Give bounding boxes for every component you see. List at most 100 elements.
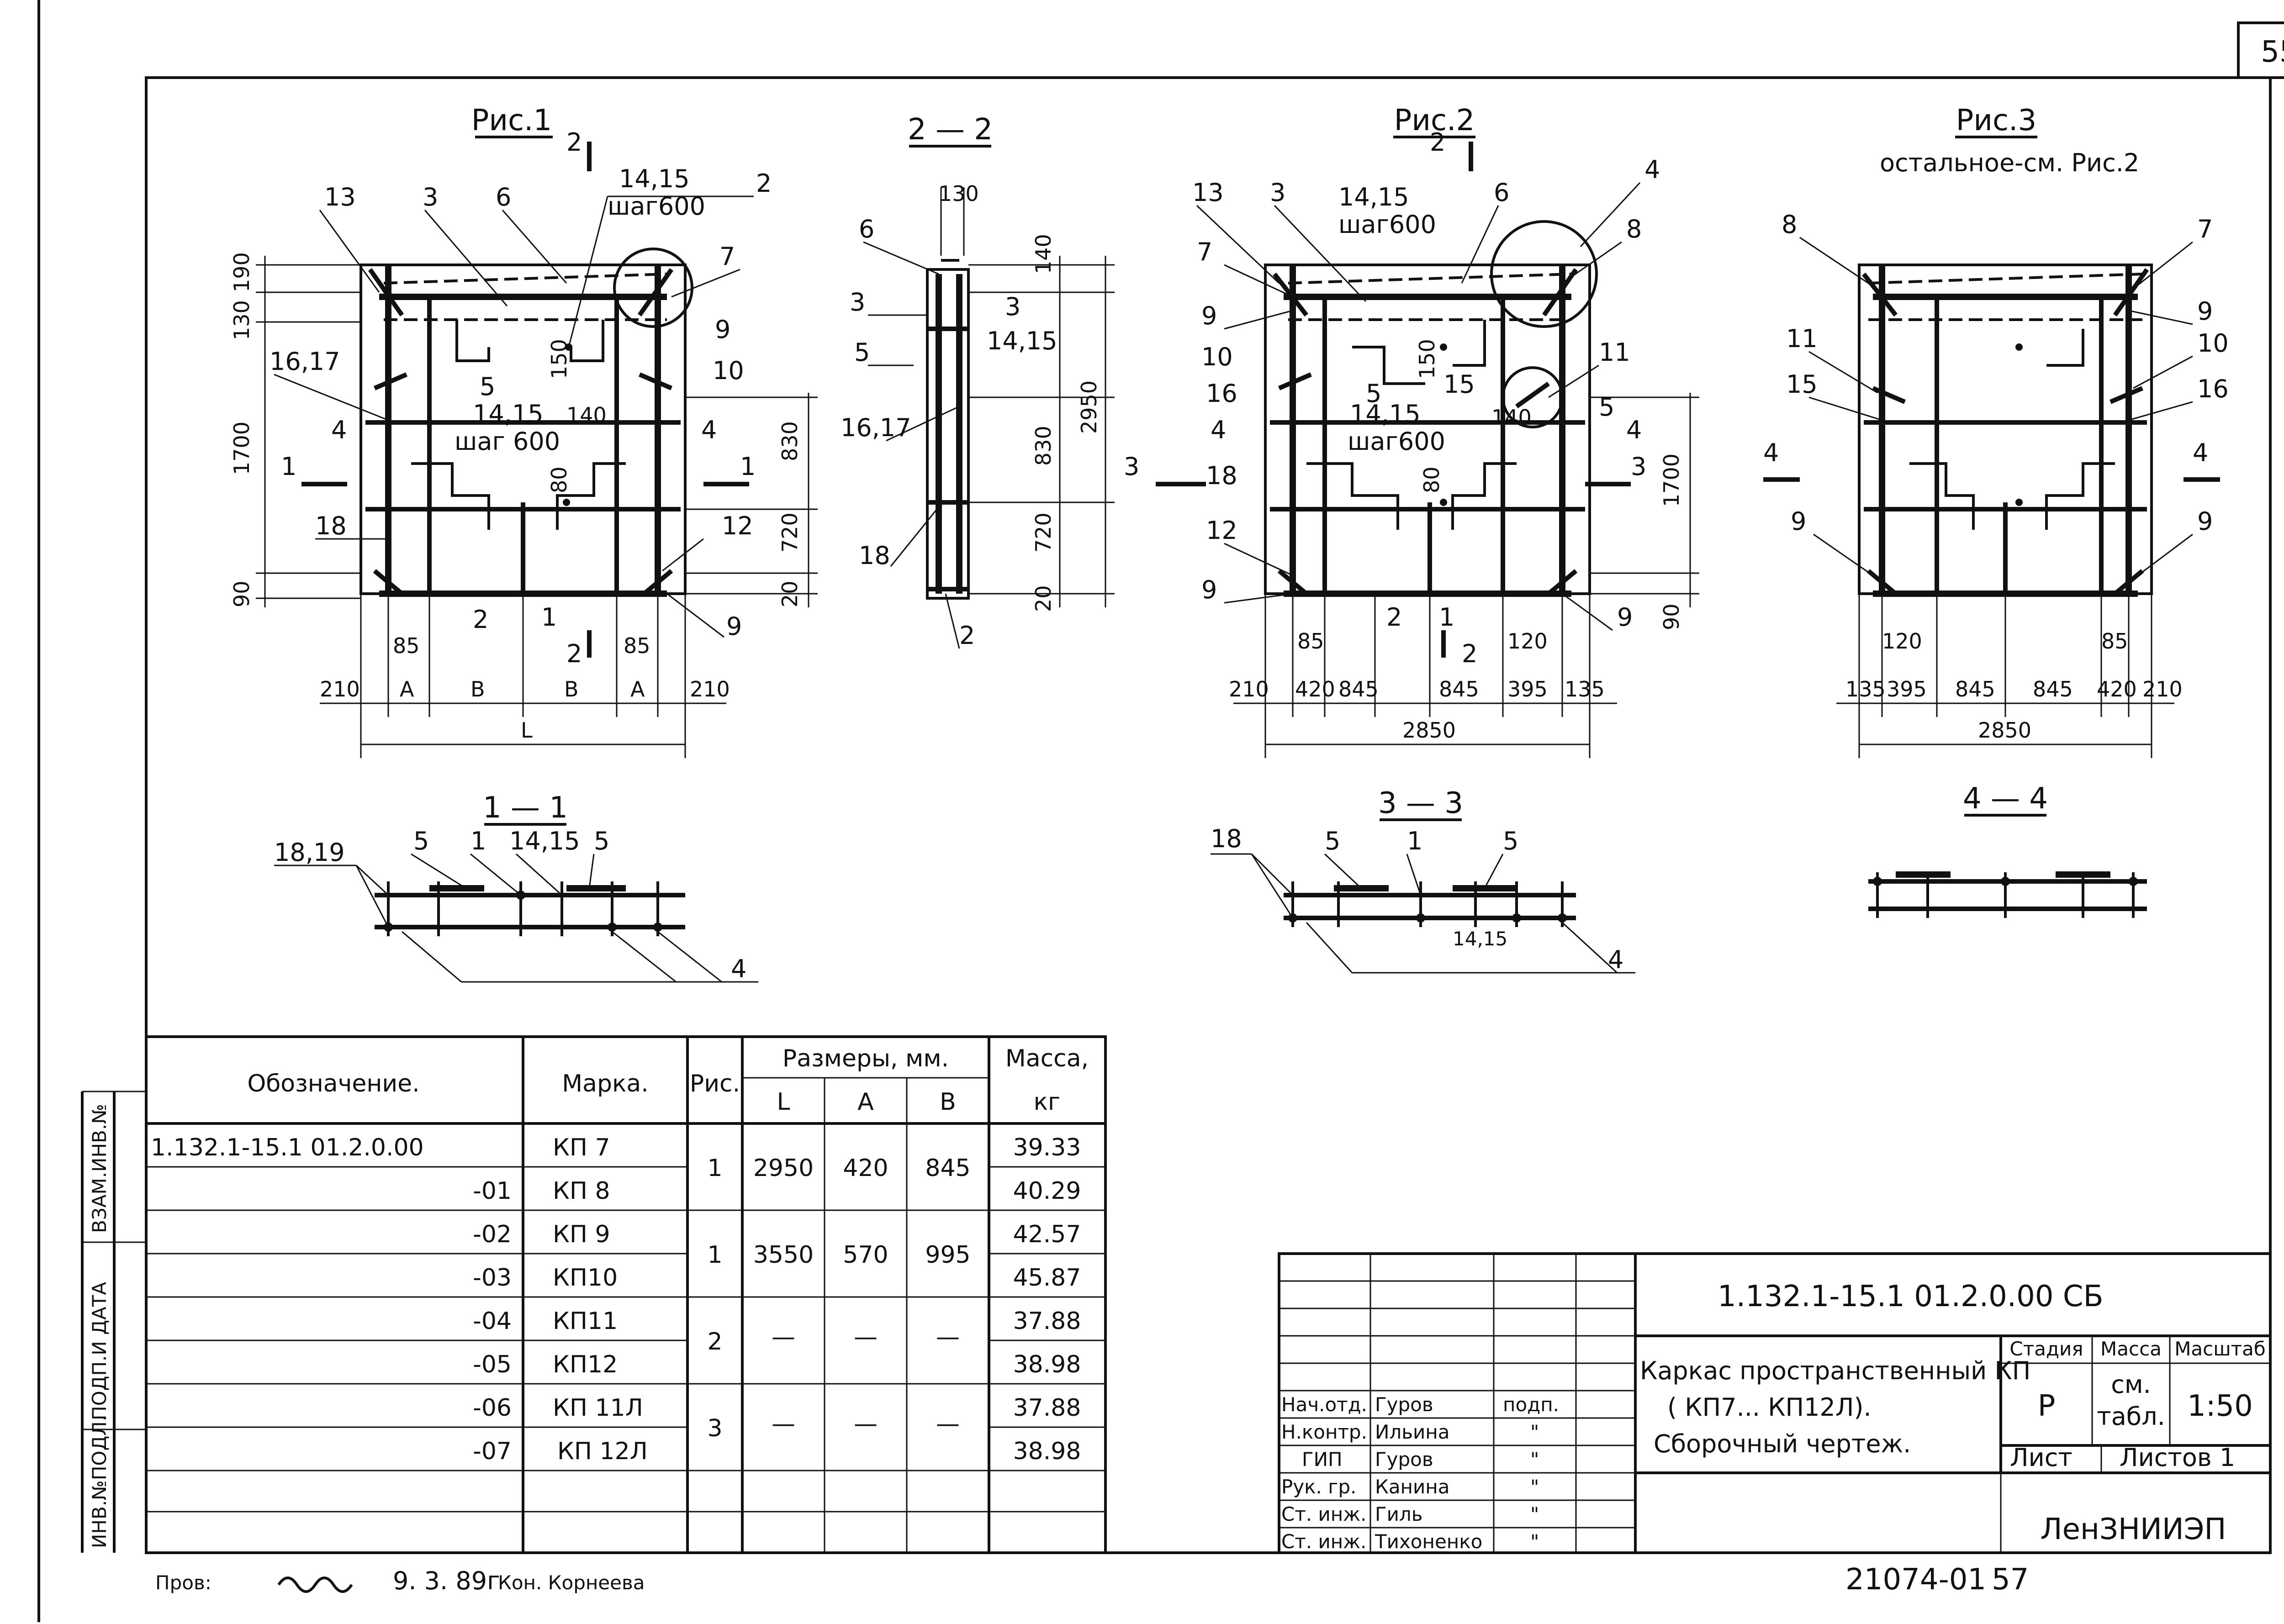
sign-name: Ильина: [1375, 1421, 1450, 1443]
mass-label: Масса: [2100, 1338, 2162, 1360]
bottom-page-number: 57: [1992, 1563, 2029, 1597]
fig2-dim-210: 210: [1229, 677, 1269, 701]
fig1-dim-A2: А: [630, 677, 645, 701]
table-row-mass: 37.88: [1013, 1308, 1081, 1335]
sec44-title: 4 — 4: [1963, 782, 2048, 816]
sec33-callout-1: 1: [1407, 827, 1422, 855]
sec33-callout-18: 18: [1211, 824, 1242, 853]
table-group-A: —: [854, 1410, 878, 1438]
table-header-fig: Рис.: [690, 1070, 740, 1097]
side-labels: ИНВ.№ПОДЛ. ПОДП.И ДАТА ВЗАМ.ИНВ.№: [88, 1104, 111, 1548]
fig2-dim-135: 135: [1565, 677, 1605, 701]
doc-code: 1.132.1-15.1 01.2.0.00 СБ: [1718, 1280, 2104, 1313]
table-group-fig: 1: [707, 1241, 722, 1269]
sheet-frame: [37, 0, 2284, 1622]
mass-value-1: см.: [2111, 1370, 2151, 1399]
fig3-callout-11: 11: [1786, 324, 1818, 353]
figure-2: Рис.2 1700 90 150 140 80: [1124, 104, 1699, 758]
fig3-dim-395: 395: [1887, 677, 1927, 701]
fig1-dim-B2: В: [564, 677, 579, 701]
sign-name: Гуров: [1375, 1448, 1433, 1471]
fig1-dim-A1: А: [400, 677, 414, 701]
table-group-fig: 3: [707, 1415, 722, 1442]
spec-table: Обозначение. Марка. Рис. Размеры, мм. L …: [145, 1035, 1107, 1554]
table-group-A: 570: [843, 1241, 888, 1269]
sign-role: Рук. гр.: [1281, 1476, 1356, 1498]
sec11-callout-14-15: 14,15: [509, 827, 580, 855]
fig2-dim-845b: 845: [1439, 677, 1479, 701]
sec11-callout-1: 1: [471, 827, 486, 855]
table-group-fig: 2: [707, 1328, 722, 1355]
fig3-dim-420: 420: [2097, 677, 2137, 701]
fig3-title: Рис.3: [1956, 104, 2036, 137]
fig1-note-step3: 14,15: [473, 400, 544, 428]
fig1-callout-13: 13: [324, 183, 356, 211]
table-row-mark: КП 8: [553, 1177, 610, 1205]
fig2-callout-4: 4: [1644, 155, 1660, 184]
fig1-dim-80: 80: [547, 466, 571, 493]
fig3-dim-120: 120: [1882, 629, 1922, 654]
fig2-dim-140: 140: [1491, 405, 1532, 430]
sec22-dim-130: 130: [939, 181, 979, 206]
sec11-callout-5b: 5: [594, 827, 609, 855]
sec33-callout-4: 4: [1608, 945, 1623, 974]
fig1-section-1-right: 1: [740, 452, 756, 481]
title-block: 1.132.1-15.1 01.2.0.00 СБ Каркас простра…: [1278, 1252, 2272, 1554]
sec33-callout-5a: 5: [1325, 827, 1340, 855]
fig2-section-2-top: 2: [1430, 128, 1445, 157]
side-label-podp-data: ПОДП.И ДАТА: [88, 1282, 111, 1420]
check-date: 9. 3. 89г: [393, 1566, 500, 1595]
fig1-callout-2b: 2: [473, 605, 488, 634]
fig3-callout-9c: 9: [2197, 507, 2213, 536]
fig1-dim-85-left: 85: [393, 633, 420, 658]
fig2-callout-10: 10: [1201, 343, 1233, 371]
table-row-designation: -03: [473, 1264, 512, 1292]
sec22-dim-830: 830: [1031, 426, 1056, 466]
table-row-mark: КП 9: [553, 1221, 610, 1248]
fig1-callout-1: 1: [541, 603, 557, 632]
fig2-dim-420: 420: [1295, 677, 1335, 701]
fig2-dim-120: 120: [1507, 629, 1548, 654]
page-number: 55: [2261, 35, 2284, 69]
fig2-callout-6: 6: [1494, 178, 1509, 207]
fig2-callout-11: 11: [1599, 338, 1630, 367]
sign-role: ГИП: [1302, 1448, 1343, 1471]
fig1-callout-12: 12: [722, 511, 753, 540]
table-header-mass-unit: кг: [1034, 1088, 1061, 1116]
fig1-section-2-bottom: 2: [566, 639, 582, 668]
table-header-mark: Марка.: [562, 1070, 649, 1097]
table-header-A: А: [857, 1088, 874, 1116]
sec22-callout-2: 2: [959, 621, 975, 650]
sign-name: Гиль: [1375, 1503, 1423, 1525]
sec11-callout-18-19: 18,19: [274, 838, 345, 867]
sec11-title: 1 — 1: [483, 791, 568, 825]
fig1-callout-5: 5: [480, 372, 495, 401]
fig3-callout-8: 8: [1782, 210, 1797, 239]
doc-name-line3: Сборочный чертеж.: [1654, 1429, 1911, 1458]
section-1-1: 1 — 1 18,19 5 1 14,15 5 4: [274, 791, 758, 983]
fig3-dim-845b: 845: [2033, 677, 2073, 701]
fig3-dim-210: 210: [2142, 677, 2183, 701]
table-group-L: —: [772, 1410, 795, 1438]
check-note: Пров:: [155, 1571, 211, 1594]
fig3-callout-9b: 9: [1791, 507, 1806, 536]
doc-name-line2: ( КП7... КП12Л).: [1667, 1393, 1872, 1422]
side-label-vzam-inv: ВЗАМ.ИНВ.№: [88, 1104, 111, 1233]
fig1-note-step4: шаг 600: [455, 427, 560, 456]
table-row-designation: -05: [473, 1351, 512, 1378]
table-group-B: 845: [925, 1155, 970, 1182]
table-group-B: —: [936, 1323, 960, 1351]
fig2-callout-18: 18: [1206, 461, 1237, 490]
fig2-dim-1700: 1700: [1659, 453, 1684, 507]
table-header-B: В: [940, 1088, 956, 1116]
sign-role: Ст. инж.: [1281, 1530, 1366, 1553]
fig1-note-step1: 14,15: [619, 164, 690, 193]
sec11-callout-5a: 5: [413, 827, 429, 855]
sec22-callout-6: 6: [859, 215, 874, 243]
fig3-section-4-left: 4: [1763, 438, 1779, 467]
stage-value: Р: [2038, 1389, 2056, 1423]
fig1-dim-210-left: 210: [320, 677, 360, 701]
fig1-dim-85-right: 85: [624, 633, 650, 658]
table-row-mass: 45.87: [1013, 1264, 1081, 1292]
sec22-callout-3-left: 3: [850, 288, 865, 316]
